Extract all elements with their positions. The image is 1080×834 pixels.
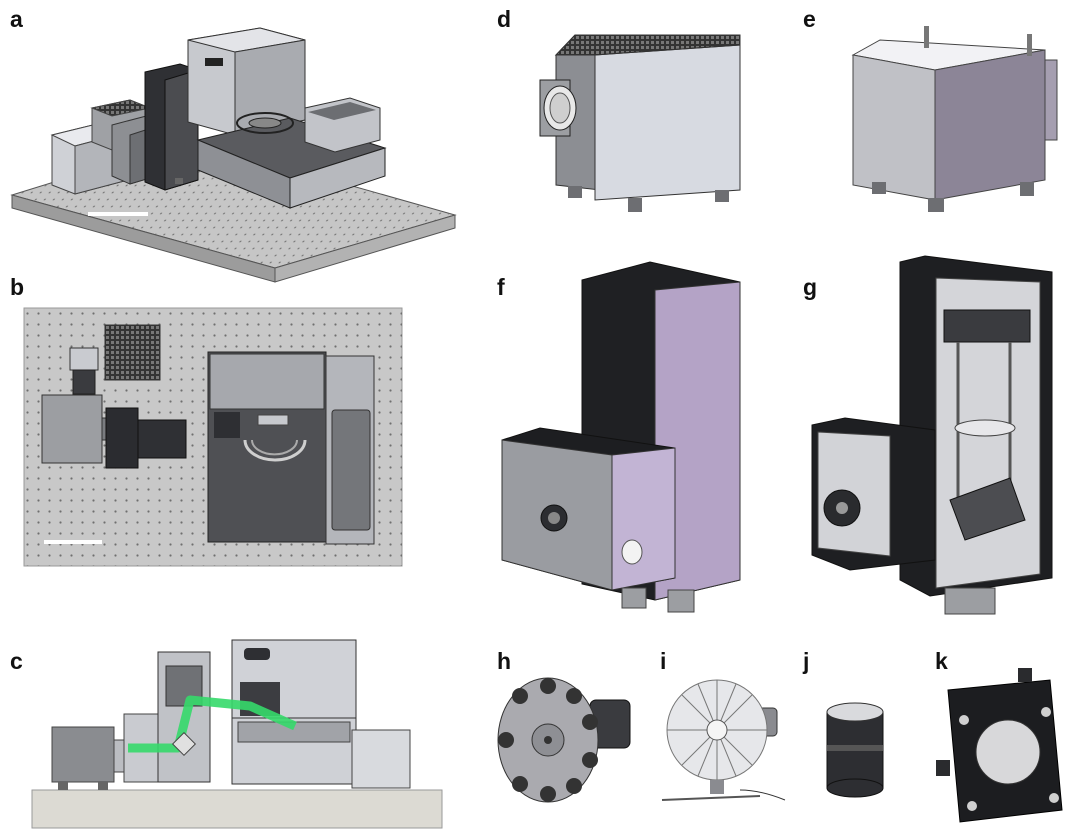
panel-label-f: f bbox=[497, 274, 505, 300]
panel-label-i: i bbox=[660, 648, 667, 674]
panel-label-g: g bbox=[803, 274, 818, 300]
panel-label-j: j bbox=[803, 648, 810, 674]
scale-bar-a bbox=[88, 212, 148, 216]
panel-b-system-top-view bbox=[23, 307, 403, 567]
panel-g-monochromator-open bbox=[811, 255, 1053, 615]
panel-a-system-isometric bbox=[10, 27, 457, 283]
panel-i-chopper-wheel bbox=[661, 679, 786, 801]
panel-f-monochromator-closed bbox=[501, 261, 741, 613]
panel-label-a: a bbox=[10, 6, 23, 32]
panel-e-housing-box bbox=[851, 26, 1058, 212]
panel-h-filter-wheel bbox=[497, 677, 631, 803]
panel-label-c: c bbox=[10, 648, 23, 674]
panel-label-e: e bbox=[803, 6, 816, 32]
panel-k-optic-mount bbox=[936, 668, 1063, 823]
panel-d-lamp-housing bbox=[539, 34, 741, 212]
panel-j-lens-tube bbox=[826, 702, 884, 798]
panel-label-d: d bbox=[497, 6, 512, 32]
panel-label-b: b bbox=[10, 274, 25, 300]
panel-label-h: h bbox=[497, 648, 512, 674]
light-beam-path bbox=[128, 695, 297, 753]
panel-label-k: k bbox=[935, 648, 948, 674]
panel-c-side-view-light-path bbox=[31, 639, 443, 829]
scale-bar-b bbox=[44, 540, 102, 544]
